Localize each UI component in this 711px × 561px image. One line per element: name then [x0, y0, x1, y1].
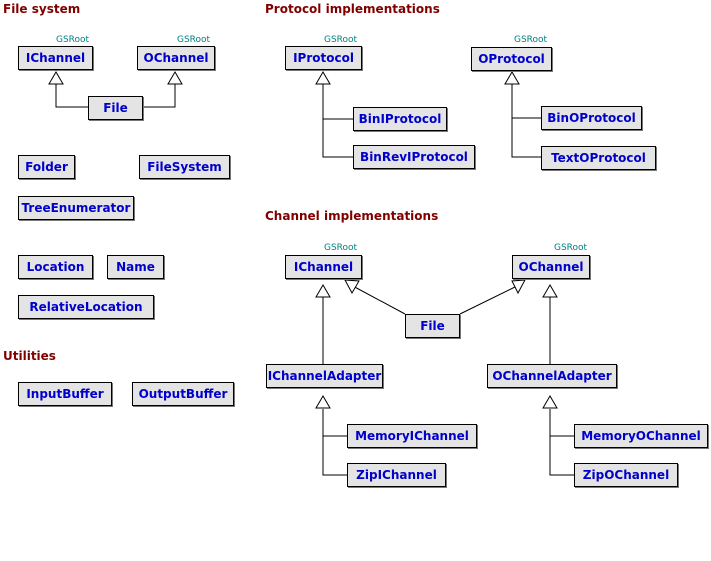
section-title-file-system: File system: [3, 2, 81, 16]
fs-file-to-ochannel-line: [143, 83, 176, 108]
class-file[interactable]: File: [88, 96, 143, 120]
stereotype-label: GSRoot: [324, 243, 358, 253]
arrow-ch-ichannel-down: [315, 284, 331, 298]
class-ch-file[interactable]: File: [405, 314, 460, 338]
class-memory-ochannel[interactable]: MemoryOChannel: [574, 424, 708, 448]
arrow-fs-ichannel: [48, 71, 64, 85]
section-title-channel-implementations: Channel implementations: [265, 209, 439, 223]
ch-file-to-ochannel-line: [459, 284, 520, 315]
class-oprotocol[interactable]: OProtocol: [471, 47, 552, 71]
class-filesystem[interactable]: FileSystem: [139, 155, 230, 179]
class-ichannel[interactable]: IChannel: [18, 46, 93, 70]
class-memory-ichannel[interactable]: MemoryIChannel: [347, 424, 477, 448]
arrow-ochannel-adapter: [542, 395, 558, 409]
ch-file-to-ichannel-line: [350, 284, 406, 315]
class-zip-ochannel[interactable]: ZipOChannel: [574, 463, 678, 487]
class-iprotocol[interactable]: IProtocol: [285, 46, 362, 70]
class-name[interactable]: Name: [107, 255, 164, 279]
class-input-buffer[interactable]: InputBuffer: [18, 382, 112, 406]
arrow-iprotocol: [315, 71, 331, 85]
stereotype-label: GSRoot: [554, 243, 588, 253]
arrow-fs-ochannel: [167, 71, 183, 85]
iprotocol-tree-line: [322, 83, 353, 158]
section-title-protocol-implementations: Protocol implementations: [265, 2, 440, 16]
arrow-oprotocol: [504, 71, 520, 85]
stereotype-label: GSRoot: [514, 35, 548, 45]
class-bin-oprotocol[interactable]: BinOProtocol: [541, 106, 642, 130]
class-folder[interactable]: Folder: [18, 155, 75, 179]
class-ch-ochannel[interactable]: OChannel: [512, 255, 590, 279]
arrow-ch-ochannel: [511, 279, 526, 295]
stereotype-label: GSRoot: [56, 35, 90, 45]
class-location[interactable]: Location: [18, 255, 93, 279]
class-bin-iprotocol[interactable]: BinIProtocol: [353, 107, 447, 131]
class-ch-ichannel[interactable]: IChannel: [285, 255, 362, 279]
oprotocol-tree-line: [511, 83, 541, 158]
class-output-buffer[interactable]: OutputBuffer: [132, 382, 234, 406]
stereotype-label: GSRoot: [177, 35, 211, 45]
class-ochannel-adapter[interactable]: OChannelAdapter: [487, 364, 617, 388]
ichannel-adapter-tree-line: [322, 409, 347, 476]
class-ochannel[interactable]: OChannel: [137, 46, 215, 70]
arrow-ichannel-adapter: [315, 395, 331, 409]
class-bin-rev-iprotocol[interactable]: BinRevIProtocol: [353, 145, 475, 169]
class-text-oprotocol[interactable]: TextOProtocol: [541, 146, 656, 170]
class-relative-location[interactable]: RelativeLocation: [18, 295, 154, 319]
arrow-ch-ochannel-down: [542, 284, 558, 298]
section-title-utilities: Utilities: [3, 349, 56, 363]
arrow-ch-ichannel: [344, 279, 360, 295]
class-zip-ichannel[interactable]: ZipIChannel: [347, 463, 446, 487]
fs-file-to-ichannel-line: [55, 83, 88, 108]
class-tree-enumerator[interactable]: TreeEnumerator: [18, 196, 134, 220]
stereotype-label: GSRoot: [324, 35, 358, 45]
ochannel-adapter-tree-line: [549, 409, 574, 476]
class-ichannel-adapter[interactable]: IChannelAdapter: [266, 364, 383, 388]
